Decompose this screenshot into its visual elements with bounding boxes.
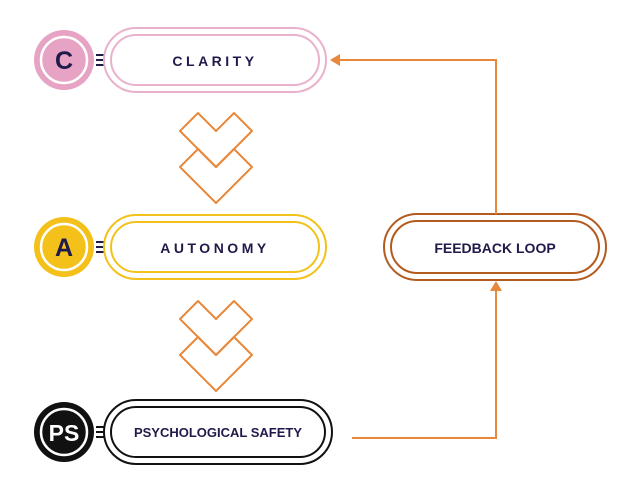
safety-badge-circle — [34, 402, 94, 462]
clarity-connector-icon — [96, 54, 104, 66]
clarity-badge-circle — [34, 30, 94, 90]
safety-badge-letters: PS — [49, 420, 80, 446]
arrow-left-icon — [330, 54, 340, 66]
autonomy-step: A AUTONOMY — [34, 214, 327, 280]
feedback-label: FEEDBACK LOOP — [434, 240, 555, 256]
safety-badge-inner — [39, 407, 89, 457]
autonomy-label: AUTONOMY — [160, 240, 269, 256]
clarity-pill-inner — [110, 34, 320, 86]
safety-pill-inner — [110, 406, 326, 458]
clarity-badge-inner — [39, 35, 89, 85]
clarity-badge-letter: C — [55, 47, 73, 75]
feedback-loop-node: FEEDBACK LOOP — [383, 213, 607, 281]
clarity-step: C CLARITY — [34, 27, 327, 93]
feedback-pill-inner — [390, 220, 600, 274]
arrow-to-clarity — [330, 54, 497, 214]
clarity-label: CLARITY — [172, 53, 257, 69]
arrow-to-feedback-loop — [352, 281, 502, 439]
autonomy-badge-circle — [34, 217, 94, 277]
autonomy-badge-letter: A — [55, 234, 73, 262]
chevron-down-icon — [179, 300, 253, 392]
psychological-safety-step: PS PSYCHOLOGICAL SAFETY — [34, 399, 333, 465]
arrow-up-icon — [490, 281, 502, 291]
safety-connector-icon — [96, 426, 104, 438]
autonomy-connector-icon — [96, 241, 104, 253]
autonomy-badge-inner — [39, 222, 89, 272]
chevron-down-icon — [179, 112, 253, 204]
autonomy-pill-inner — [110, 221, 320, 273]
safety-label: PSYCHOLOGICAL SAFETY — [134, 425, 302, 440]
